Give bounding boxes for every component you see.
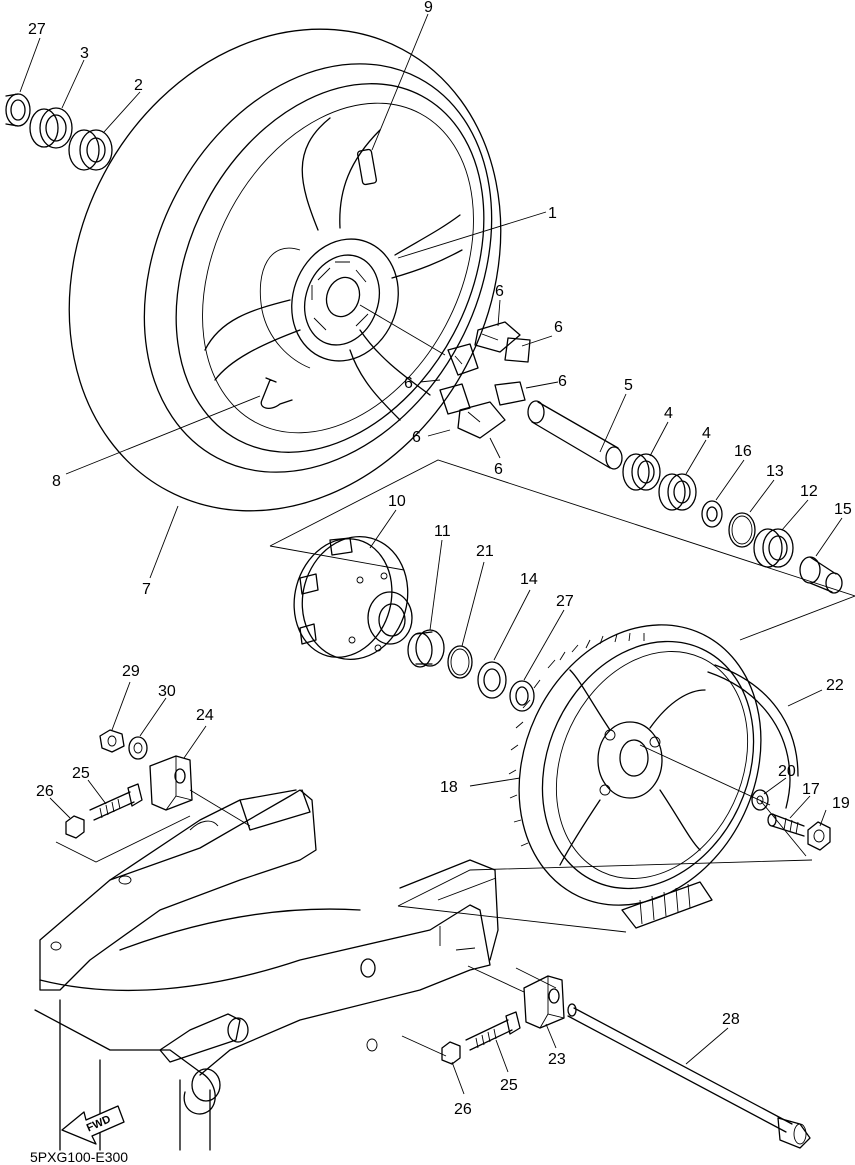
spacer-part-16	[701, 500, 723, 528]
callout-2: 2	[134, 77, 143, 94]
oil-seal-part-3	[29, 107, 73, 149]
callout-6-right: 6	[558, 373, 567, 390]
callout-20: 20	[778, 763, 796, 780]
callout-29: 29	[122, 663, 140, 680]
bearing-part-4a	[622, 453, 661, 491]
callout-6-left: 6	[404, 375, 413, 392]
callout-28: 28	[722, 1011, 740, 1028]
nut-part-26-lower	[441, 1041, 461, 1065]
bolt-part-17	[767, 813, 805, 837]
collar-part-27-left	[5, 93, 31, 127]
callout-6-upper-right: 6	[554, 319, 563, 336]
washer-part-30	[128, 736, 148, 760]
wheel-hub-bore	[325, 276, 361, 318]
rear-wheel-assembly	[68, 28, 502, 512]
hub-cushion-pockets	[311, 261, 369, 331]
callout-6-lower-left: 6	[412, 429, 421, 446]
callout-17: 17	[802, 781, 820, 798]
callout-6-top: 6	[495, 283, 504, 300]
callout-21: 21	[476, 543, 494, 560]
rim-outer-outline	[175, 83, 485, 453]
rim-inner-outline	[202, 102, 474, 434]
collar-part-5	[527, 400, 623, 470]
nut-part-26-upper	[65, 815, 85, 839]
callout-1: 1	[548, 205, 557, 222]
wheel-spoke-1	[301, 117, 381, 231]
rear-pulley-part-18	[508, 624, 762, 906]
callout-19: 19	[832, 795, 850, 812]
bolt-part-25-lower	[465, 1011, 521, 1051]
bearing-part-4b	[658, 473, 697, 511]
pulley-teeth	[508, 632, 645, 847]
bearing-part-2	[68, 129, 113, 171]
wheel-hub-inner	[304, 254, 380, 346]
callout-13: 13	[766, 463, 784, 480]
circlip-part-21	[447, 645, 473, 679]
pulley-spokes	[559, 669, 706, 866]
callout-3: 3	[80, 45, 89, 62]
callout-18: 18	[440, 779, 458, 796]
callout-22: 22	[826, 677, 844, 694]
wheel-spoke-3	[349, 329, 431, 421]
tire-inner-outline	[143, 63, 493, 473]
wheel-spoke-2	[204, 299, 301, 381]
bolt-part-25-upper	[89, 783, 143, 821]
callout-8: 8	[52, 473, 61, 490]
callout-4-left: 4	[664, 405, 673, 422]
callout-30: 30	[158, 683, 176, 700]
drawing-code: 5PXG100-E300	[30, 1149, 128, 1165]
left-bearing-stack	[5, 93, 113, 171]
nut-part-19	[807, 821, 831, 851]
leader-lines	[19, 13, 843, 1095]
callout-7: 7	[142, 581, 151, 598]
callout-6-bottom: 6	[494, 461, 503, 478]
callout-26-upper: 26	[36, 783, 54, 800]
callout-23: 23	[548, 1051, 566, 1068]
collar-part-15	[799, 556, 843, 594]
callout-12: 12	[800, 483, 818, 500]
adjuster-plate-part-23	[523, 975, 565, 1029]
wheel-spoke-4	[391, 214, 463, 279]
oil-seal-part-14	[477, 661, 507, 699]
callout-14: 14	[520, 571, 538, 588]
callout-25-lower: 25	[500, 1077, 518, 1094]
belt-guard-part-22	[621, 664, 799, 929]
rear-axle-part-28	[567, 1003, 811, 1149]
hub-drum-edge	[259, 247, 311, 369]
callout-4-right: 4	[702, 425, 711, 442]
callout-15: 15	[834, 501, 852, 518]
tire-valve-part-8	[260, 377, 293, 410]
oil-seal-part-12	[753, 528, 794, 568]
collar-part-27-right	[509, 680, 535, 712]
bearing-part-11	[407, 629, 445, 668]
swingarm	[34, 789, 499, 1151]
callout-24: 24	[196, 707, 214, 724]
callout-27-right: 27	[556, 593, 574, 610]
callout-27-left: 27	[28, 21, 46, 38]
right-hub-parts	[527, 400, 843, 594]
callout-25-upper: 25	[72, 765, 90, 782]
damper-set-part-6	[439, 321, 531, 439]
wheel-hub-outer	[291, 238, 399, 362]
adjuster-plate-part-24	[149, 755, 193, 811]
callout-11: 11	[434, 523, 451, 540]
circlip-part-13	[728, 512, 756, 548]
tire-outer-outline	[68, 28, 502, 512]
callout-labels: 27 3 2 9 1 6 6 6 6 6 6 5 4 4 16 13 12 15…	[28, 0, 852, 1118]
assembly-boundary-lines	[55, 304, 855, 1057]
balance-weight-part-9	[356, 148, 378, 186]
callout-16: 16	[734, 443, 752, 460]
nut-part-29	[99, 729, 125, 753]
callout-5: 5	[624, 377, 633, 394]
fwd-arrow-icon: FWD	[61, 1105, 125, 1145]
callout-26-lower: 26	[454, 1101, 472, 1118]
callout-9: 9	[424, 0, 433, 16]
callout-10: 10	[388, 493, 406, 510]
washer-part-20	[751, 789, 769, 811]
clutch-hub-part-10	[293, 535, 413, 661]
